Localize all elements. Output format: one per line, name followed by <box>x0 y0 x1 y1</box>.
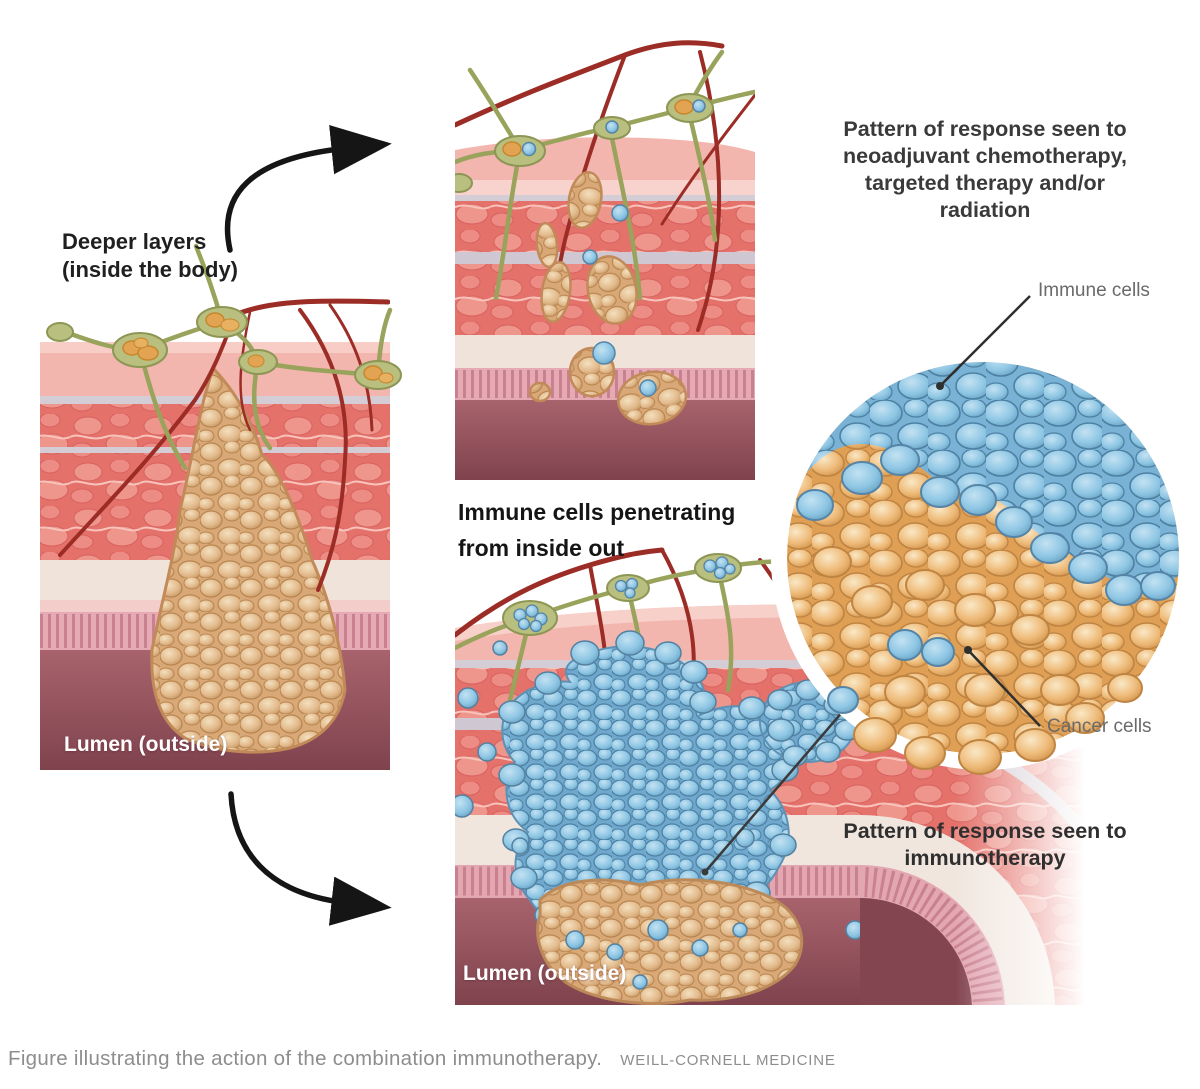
left-panel <box>40 243 402 770</box>
immune-penetrating-annotation: Immune cells penetrating from inside out <box>458 499 736 561</box>
cancer-cells-label: Cancer cells <box>1047 716 1152 737</box>
deeper-layers-label: Deeper layers (inside the body) <box>62 229 238 282</box>
immunotherapy-pattern-title: Pattern of response seen to immunotherap… <box>843 819 1127 870</box>
blood-vessels <box>58 298 390 592</box>
curved-arrow-bottom <box>228 791 392 926</box>
nerve-network <box>455 49 755 301</box>
caption-text: Figure illustrating the action of the co… <box>8 1047 603 1070</box>
tumor-fragments <box>528 171 688 426</box>
nerve-network <box>46 243 402 471</box>
chemo-panel <box>455 40 755 480</box>
nerve-cell-bodies <box>46 306 402 390</box>
immune-cells-pointer-line <box>936 295 1031 390</box>
immuno-panel-lumen-label: Lumen (outside) <box>463 962 627 985</box>
caption-credit: WEILL-CORNELL MEDICINE <box>620 1052 836 1069</box>
tumor-remnant <box>536 878 804 1005</box>
cancer-cells-pointer-line <box>964 646 1041 727</box>
chemo-pattern-title: Pattern of response seen to neoadjuvant … <box>843 117 1127 222</box>
immune-cells-label: Immune cells <box>1038 280 1150 301</box>
medical-illustration <box>40 40 1195 1005</box>
figure-caption: Figure illustrating the action of the co… <box>8 1047 1192 1071</box>
inset-edge-cells <box>827 673 1143 775</box>
tumor-blob <box>150 366 347 754</box>
immune-cells-scattered <box>582 204 657 397</box>
curved-arrow-top <box>224 125 392 253</box>
left-panel-lumen-label: Lumen (outside) <box>64 733 228 756</box>
magnifier-circle-inset <box>771 346 1195 775</box>
immuno-panel <box>455 547 860 1005</box>
